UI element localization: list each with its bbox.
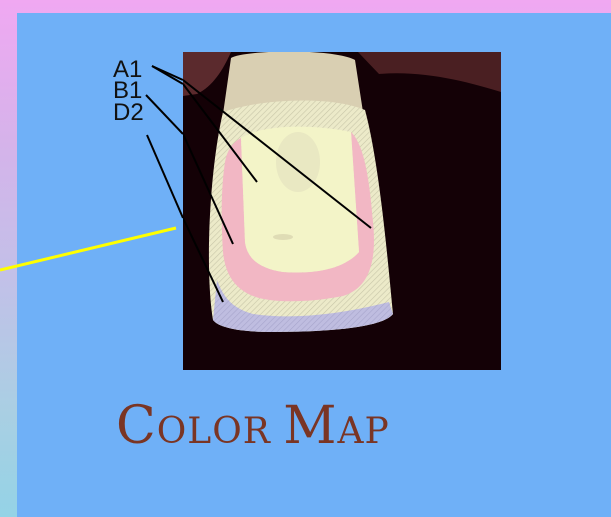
tooth-illustration bbox=[183, 52, 501, 370]
shade-label-d2: D2 bbox=[113, 101, 144, 125]
shade-speckle-2 bbox=[273, 234, 293, 240]
title-rest-1: olor bbox=[157, 411, 283, 452]
title-initial-2: M bbox=[283, 396, 337, 456]
title-rest-2: ap bbox=[338, 411, 390, 452]
title-initial-1: C bbox=[116, 396, 157, 456]
tooth-color-map-photo bbox=[183, 52, 501, 370]
slide-title: Color Map bbox=[116, 400, 606, 452]
